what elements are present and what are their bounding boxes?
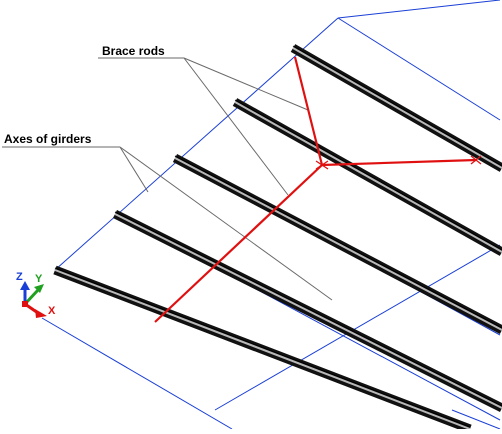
brace-rods-label: Brace rods [102, 44, 165, 58]
brace-node-center [315, 160, 329, 170]
frame-top-slope [337, 17, 501, 121]
z-arrow-icon [20, 281, 30, 290]
girders-leader-2 [119, 146, 333, 301]
coordinate-triad: Z Y X [16, 271, 56, 318]
girders [53, 44, 502, 434]
frame-bottom-edge [41, 317, 233, 430]
brace-node-right [470, 155, 482, 165]
girder-4 [232, 98, 502, 256]
cross-frame-line [214, 244, 501, 411]
y-axis-label: Y [35, 273, 43, 285]
girder-3 [172, 154, 502, 334]
y-arrow-icon [34, 284, 44, 293]
girder-1 [53, 265, 472, 434]
brace-rod-upper [293, 56, 324, 166]
frame-short-right [451, 409, 501, 430]
frame-rear-roof [54, 17, 339, 271]
brace-rod-main [154, 164, 323, 323]
z-axis-label: Z [16, 271, 23, 283]
girder-2 [112, 209, 502, 413]
leader-lines [2, 57, 333, 301]
girder-5 [290, 44, 502, 172]
axes-of-girders-label: Axes of girders [4, 132, 92, 146]
frame-top-edge [337, 0, 501, 19]
brace-leader-1 [183, 57, 309, 111]
girders-leader-1 [119, 146, 149, 193]
brace-rods [154, 56, 477, 323]
frame-lines [41, 0, 501, 430]
brace-leader-2 [183, 57, 289, 196]
x-arrow-icon [35, 309, 47, 318]
brace-nodes [315, 155, 482, 170]
triad-origin-icon [22, 301, 28, 307]
brace-rod-side [321, 158, 477, 167]
x-axis-label: X [48, 305, 56, 317]
